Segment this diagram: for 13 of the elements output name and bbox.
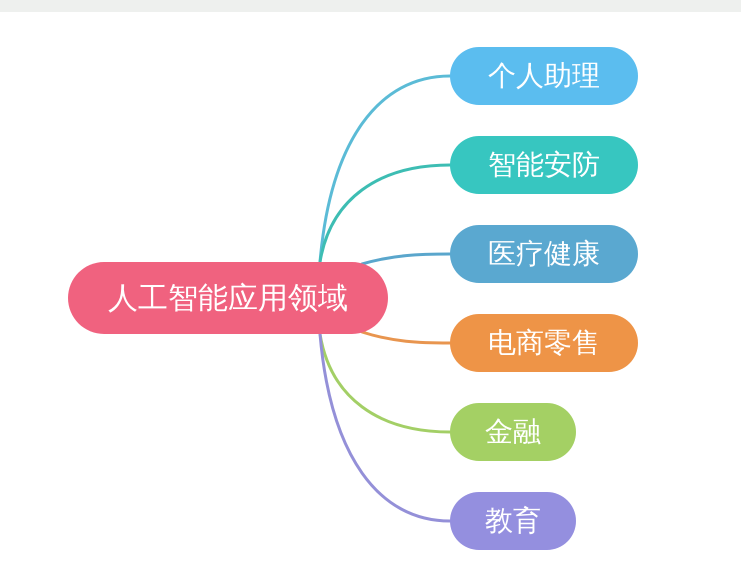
connector-curve xyxy=(318,332,452,434)
connector-curve xyxy=(360,330,452,344)
branch-topic-pill: 个人助理 xyxy=(450,47,638,105)
branch-topic-pill: 智能安防 xyxy=(450,136,638,194)
branch-topic-pill: 教育 xyxy=(450,492,576,550)
branch-topic-pill: 电商零售 xyxy=(450,314,638,372)
branch-topic-pill: 医疗健康 xyxy=(450,225,638,283)
connector-curve xyxy=(318,74,452,264)
central-topic-pill: 人工智能应用领域 xyxy=(68,262,388,334)
connector-curve xyxy=(318,164,452,264)
connector-curve xyxy=(360,252,452,266)
branch-topic-pill: 金融 xyxy=(450,403,576,461)
connector-curve xyxy=(318,332,452,522)
